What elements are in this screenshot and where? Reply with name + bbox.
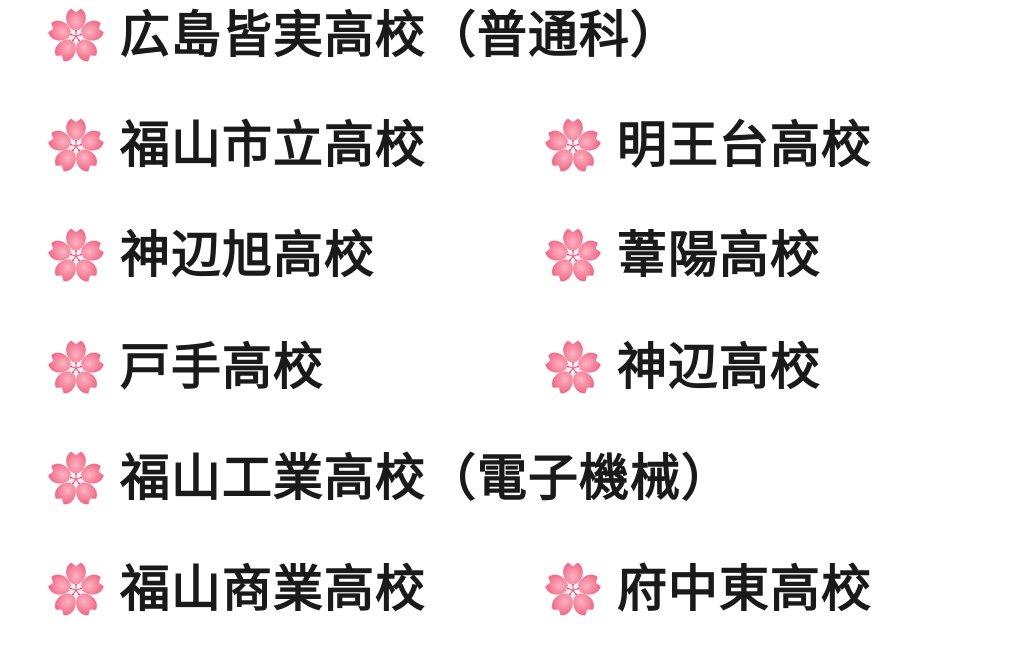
sakura-icon [46, 448, 106, 508]
list-row: 神辺旭高校 葦陽高校 [46, 223, 820, 287]
list-item: 神辺旭高校 [46, 223, 375, 287]
school-name: 福山商業高校 [120, 560, 426, 618]
list-item: 府中東高校 [543, 557, 872, 621]
sakura-icon [46, 115, 106, 175]
school-name: 広島皆実高校（普通科） [120, 6, 681, 64]
school-name: 福山工業高校（電子機械） [120, 449, 732, 507]
list-item: 戸手高校 [46, 335, 324, 399]
school-name: 戸手高校 [120, 338, 324, 396]
sakura-icon [46, 337, 106, 397]
sakura-icon [543, 225, 603, 285]
school-name: 府中東高校 [617, 560, 872, 618]
list-row: 戸手高校 神辺高校 [46, 335, 820, 399]
list-row: 福山市立高校 明王台高校 [46, 113, 871, 177]
sakura-icon [543, 337, 603, 397]
sakura-icon [543, 559, 603, 619]
list-item: 福山商業高校 [46, 557, 426, 621]
sakura-icon [46, 225, 106, 285]
school-name: 神辺高校 [617, 338, 821, 396]
list-item: 福山工業高校（電子機械） [46, 446, 732, 510]
sakura-icon [46, 5, 106, 65]
list-row: 福山商業高校 府中東高校 [46, 557, 871, 621]
school-name: 神辺旭高校 [120, 226, 375, 284]
sakura-icon [46, 559, 106, 619]
list-row: 福山工業高校（電子機械） [46, 446, 732, 510]
list-item: 明王台高校 [543, 113, 872, 177]
list-item: 福山市立高校 [46, 113, 426, 177]
list-item: 神辺高校 [543, 335, 821, 399]
sakura-icon [543, 115, 603, 175]
list-row: 広島皆実高校（普通科） [46, 3, 681, 67]
school-name: 明王台高校 [617, 116, 872, 174]
list-item: 広島皆実高校（普通科） [46, 3, 681, 67]
school-name: 福山市立高校 [120, 116, 426, 174]
school-name: 葦陽高校 [617, 226, 821, 284]
list-item: 葦陽高校 [543, 223, 821, 287]
